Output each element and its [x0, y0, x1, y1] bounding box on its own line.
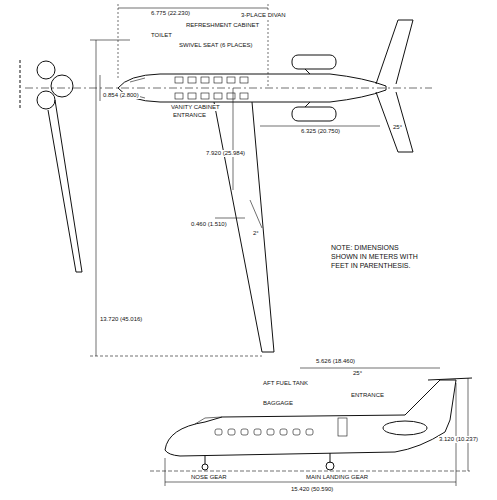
dimension-label: 6.775 (22.230) [150, 10, 191, 17]
cabin-window [241, 429, 248, 435]
cabin-window [293, 429, 300, 435]
side-view [150, 368, 472, 486]
cabin-window [228, 429, 235, 435]
seat-mark [214, 93, 222, 99]
dimension-label: 0.854 (2.800) [102, 92, 140, 99]
cabin-window [215, 429, 222, 435]
callout-label: 3-PLACE DIVAN [240, 12, 287, 19]
dimension-label: 13.720 (45.016) [99, 316, 143, 323]
seat-mark [227, 93, 235, 99]
callout-label: MAIN LANDING GEAR [305, 474, 369, 481]
cabin-window [306, 429, 313, 435]
callout-label: AFT FUEL TANK [262, 380, 309, 387]
cabin-window [280, 429, 287, 435]
callout-label: NOSE GEAR [190, 474, 228, 481]
seat-mark [240, 77, 248, 83]
front-view [20, 60, 82, 272]
callout-label: SWIVEL SEAT (6 PLACES) [178, 42, 254, 49]
cabin-window [254, 429, 261, 435]
dimension-label: 7.920 (25.984) [205, 150, 246, 157]
dimension-label: 0.460 (1.510) [190, 221, 228, 228]
cabin-window [267, 429, 274, 435]
top-view [25, 4, 432, 356]
dimension-label: 15.420 (50.590) [290, 486, 334, 493]
callout-label: VANITY CABINET [170, 104, 221, 111]
angle-label: 2° [252, 230, 260, 237]
callout-label: REFRESHMENT CABINET [185, 22, 260, 29]
callout-label: ENTRANCE [172, 112, 207, 119]
dimension-label: 3.120 (10.237) [438, 436, 479, 443]
dimension-label: 6.325 (20.750) [300, 128, 341, 135]
dimension-label: 5.626 (18.460) [315, 358, 356, 365]
callout-label: TOILET [150, 32, 173, 39]
seat-mark [201, 77, 209, 83]
angle-label: 25° [352, 370, 363, 377]
seat-mark [188, 77, 196, 83]
seat-mark [201, 93, 209, 99]
angle-label: 25° [392, 124, 403, 131]
callout-label: BAGGAGE [262, 400, 294, 407]
callout-label: ENTRANCE [350, 392, 385, 399]
seat-mark [214, 77, 222, 83]
seat-mark [188, 93, 196, 99]
seat-mark [240, 93, 248, 99]
seat-mark [227, 77, 235, 83]
note-label: NOTE: DIMENSIONS SHOWN IN METERS WITH FE… [330, 243, 420, 270]
seat-mark [175, 77, 183, 83]
seat-mark [175, 93, 183, 99]
